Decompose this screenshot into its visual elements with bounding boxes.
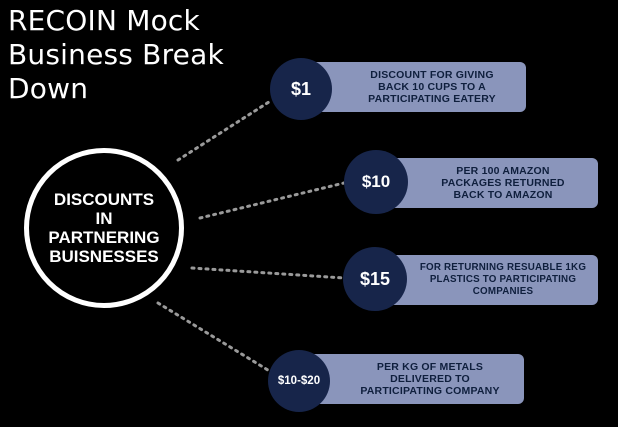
item-card-3: FOR RETURNING RESUABLE 1KG PLASTICS TO P… [372,255,598,305]
item-description-1: DISCOUNT FOR GIVING BACK 10 CUPS TO A PA… [368,69,496,105]
amount-badge-1: $1 [270,58,332,120]
item-card-4: PER KG OF METALS DELIVERED TO PARTICIPAT… [296,354,524,404]
item-card-2: PER 100 AMAZON PACKAGES RETURNED BACK TO… [372,158,598,208]
hub-label: DISCOUNTS IN PARTNERING BUISNESSES [48,190,160,266]
discounts-hub-circle: DISCOUNTS IN PARTNERING BUISNESSES [24,148,184,308]
connector-2 [198,181,346,220]
item-card-1: DISCOUNT FOR GIVING BACK 10 CUPS TO A PA… [298,62,526,112]
amount-badge-4: $10-$20 [268,350,330,412]
connector-4 [156,301,278,377]
amount-label-1: $1 [290,78,312,99]
amount-badge-3: $15 [343,247,407,311]
amount-label-2: $10 [361,172,391,191]
page-title: RECOIN Mock Business Break Down [8,4,224,105]
amount-label-4: $10-$20 [277,375,321,387]
item-description-4: PER KG OF METALS DELIVERED TO PARTICIPAT… [360,361,500,397]
item-description-3: FOR RETURNING RESUABLE 1KG PLASTICS TO P… [419,262,587,297]
connector-3 [190,266,346,280]
connector-1 [176,98,274,162]
amount-label-3: $15 [359,268,391,289]
amount-badge-2: $10 [344,150,408,214]
item-description-2: PER 100 AMAZON PACKAGES RETURNED BACK TO… [441,165,565,201]
